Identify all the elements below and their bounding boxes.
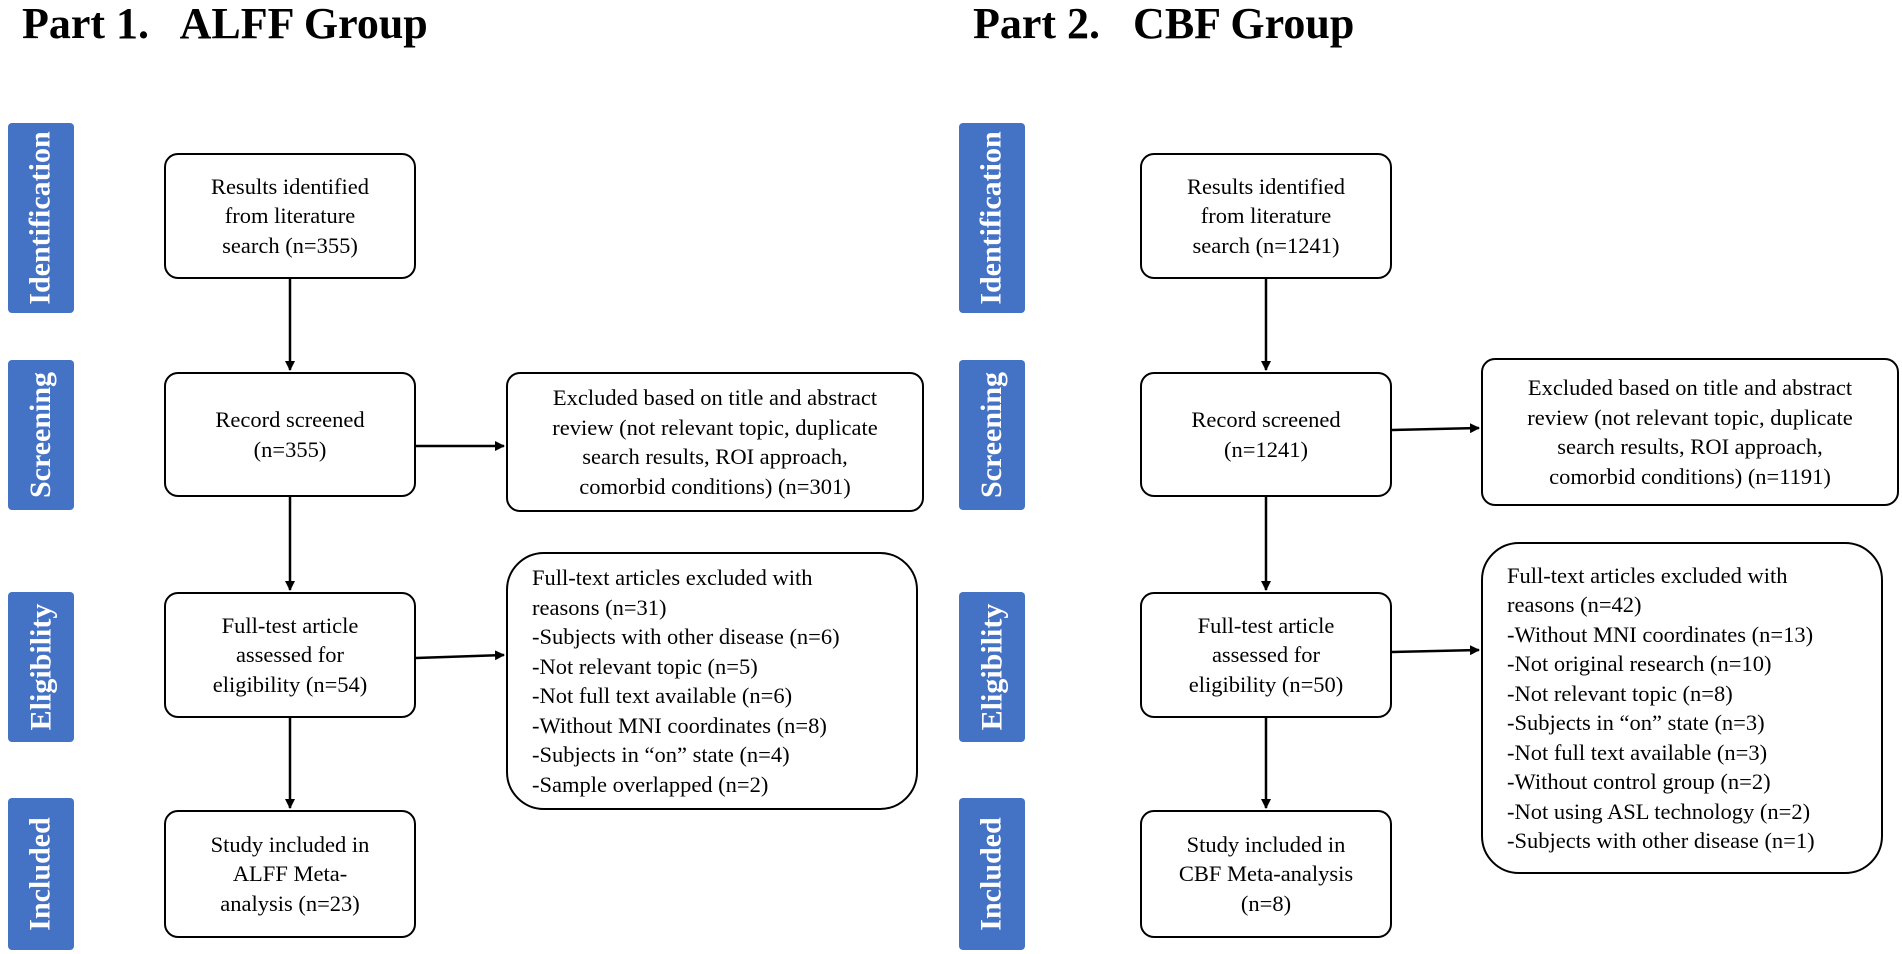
stage-included: Included xyxy=(8,798,74,950)
box-identified: Results identified from literature searc… xyxy=(164,153,416,279)
box-identified-text: Results identified from literature searc… xyxy=(210,173,370,258)
flow-arrows xyxy=(285,279,505,809)
exclusion-reason: -Not relevant topic (n=5) xyxy=(532,653,758,679)
box-excluded-fulltext: Full-text articles excluded with reasons… xyxy=(506,552,918,810)
box-screened-text: Record screened (n=1241) xyxy=(1191,407,1341,462)
exclusion-reason: -Not original research (n=10) xyxy=(1507,651,1772,676)
box-screened: Record screened (n=355) xyxy=(164,372,416,497)
panel-alff: Part 1. ALFF Group Identification Screen… xyxy=(8,0,924,950)
exclusion-total: reasons (n=31) xyxy=(532,594,667,620)
exclusion-reason: -Subjects in “on” state (n=3) xyxy=(1507,710,1765,735)
stage-included: Included xyxy=(959,798,1025,950)
stage-eligibility: Eligibility xyxy=(959,592,1025,742)
stage-eligibility: Eligibility xyxy=(8,592,74,742)
exclusion-reason: -Not full text available (n=6) xyxy=(532,683,793,708)
box-screened: Record screened (n=1241) xyxy=(1140,372,1392,497)
stage-identification: Identification xyxy=(959,123,1025,313)
exclusion-reason: -Subjects with other disease (n=6) xyxy=(532,624,840,649)
exclusion-reason: -Without MNI coordinates (n=8) xyxy=(532,712,827,738)
stage-identification: Identification xyxy=(8,123,74,313)
box-included: Study included in ALFF Meta- analysis (n… xyxy=(164,810,416,938)
exclusion-reason: -Without control group (n=2) xyxy=(1507,769,1771,794)
exclusion-reason: -Not full text available (n=3) xyxy=(1507,739,1768,765)
box-identified: Results identified from literature searc… xyxy=(1140,153,1392,279)
flow-arrows xyxy=(1261,279,1480,809)
arrow-assessed-to-excluded xyxy=(1391,645,1480,656)
box-included-text: Study included in CBF Meta-analysis (n=8… xyxy=(1178,831,1354,916)
panel-cbf: Part 2. CBF Group Identification Screeni… xyxy=(951,0,1902,954)
exclusion-reason: -Without MNI coordinates (n=13) xyxy=(1507,621,1814,647)
box-excluded-screening-text: Excluded based on title and abstract rev… xyxy=(552,385,878,499)
panel-title: Part 1. ALFF Group xyxy=(22,0,428,48)
box-assessed-text: Full-test article assessed for eligibili… xyxy=(1188,612,1344,697)
arrow-assessed-to-excluded xyxy=(415,650,505,661)
box-included: Study included in CBF Meta-analysis (n=8… xyxy=(1140,810,1392,938)
box-assessed: Full-test article assessed for eligibili… xyxy=(1140,592,1392,718)
box-included-text: Study included in ALFF Meta- analysis (n… xyxy=(210,831,370,916)
stage-screening: Screening xyxy=(959,360,1025,510)
arrow-screened-to-excluded xyxy=(1391,423,1480,434)
box-excluded-screening: Excluded based on title and abstract rev… xyxy=(1481,358,1899,506)
stage-screening: Screening xyxy=(8,360,74,510)
exclusion-total: reasons (n=42) xyxy=(1507,592,1642,617)
exclusion-header: Full-text articles excluded with xyxy=(1507,562,1788,588)
exclusion-reason: -Not using ASL technology (n=2) xyxy=(1507,798,1811,824)
exclusion-reason: -Subjects with other disease (n=1) xyxy=(1507,828,1815,853)
exclusion-header: Full-text articles excluded with xyxy=(532,565,813,590)
box-assessed-text: Full-test article assessed for eligibili… xyxy=(212,612,368,697)
box-assessed: Full-test article assessed for eligibili… xyxy=(164,592,416,718)
box-screened-text: Record screened (n=355) xyxy=(215,407,365,462)
box-identified-text: Results identified from literature searc… xyxy=(1186,173,1346,258)
exclusion-reason: -Subjects in “on” state (n=4) xyxy=(532,742,790,767)
exclusion-reason: -Not relevant topic (n=8) xyxy=(1507,680,1733,706)
box-excluded-screening-text: Excluded based on title and abstract rev… xyxy=(1527,375,1853,489)
box-excluded-screening: Excluded based on title and abstract rev… xyxy=(506,372,924,512)
box-excluded-fulltext: Full-text articles excluded with reasons… xyxy=(1481,542,1883,874)
exclusion-reason: -Sample overlapped (n=2) xyxy=(532,771,769,797)
panel-title: Part 2. CBF Group xyxy=(973,0,1355,48)
